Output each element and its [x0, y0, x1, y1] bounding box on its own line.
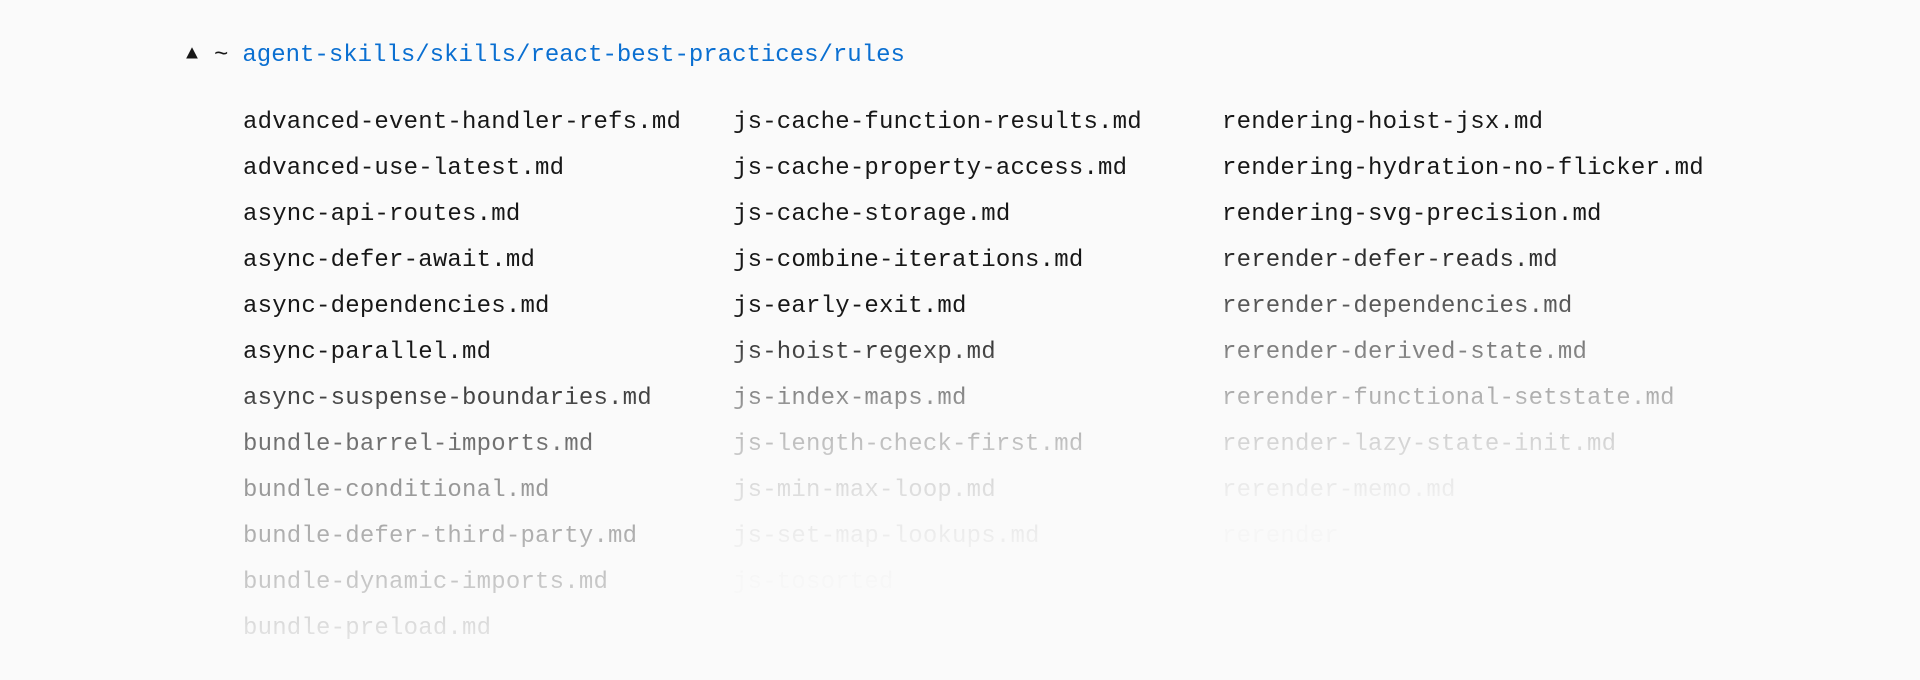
file-entry: rerender-dependencies.md [1222, 293, 1573, 320]
file-entry: js-min-max-loop.md [733, 477, 996, 504]
file-entry: bundle-defer-third-party.md [243, 523, 638, 550]
current-directory-path: agent-skills/skills/react-best-practices… [242, 41, 905, 69]
file-entry: async-parallel.md [243, 339, 492, 366]
file-entry: async-suspense-boundaries.md [243, 385, 652, 412]
file-entry: bundle-conditional.md [243, 477, 550, 504]
file-column-3-list: rendering-hoist-jsx.md rendering-hydratio… [1222, 100, 1704, 560]
file-entry: advanced-use-latest.md [243, 155, 565, 182]
file-column-2-list: js-cache-function-results.md js-cache-pro… [733, 100, 1142, 606]
file-entry: js-cache-property-access.md [733, 155, 1128, 182]
file-column-1: advanced-event-handler-refs.md advanced-u… [243, 100, 681, 652]
file-entry: rerender-defer-reads.md [1222, 247, 1558, 274]
file-entry: js-cache-function-results.md [733, 109, 1142, 136]
file-entry: js-set-map-lookups.md [733, 523, 1040, 550]
file-column-3: rendering-hoist-jsx.md rendering-hydratio… [1222, 100, 1704, 560]
file-entry: js-cache-storage.md [733, 201, 1011, 228]
file-entry: rerender-lazy-state-init.md [1222, 431, 1617, 458]
file-entry: rerender-functional-setstate.md [1222, 385, 1675, 412]
file-entry: js-length-check-first.md [733, 431, 1084, 458]
file-listing: advanced-event-handler-refs.md advanced-u… [243, 100, 1803, 680]
triangle-prompt-icon: ▲ [186, 42, 199, 66]
file-entry: js-index-maps.md [733, 385, 967, 412]
file-entry: js-tosorted [733, 569, 894, 596]
prompt-line: ▲ ~ agent-skills/skills/react-best-pract… [186, 36, 1786, 74]
file-entry: bundle-preload.md [243, 615, 492, 642]
file-entry: js-early-exit.md [733, 293, 967, 320]
file-entry: rerender-memo.md [1222, 477, 1456, 504]
file-entry: async-api-routes.md [243, 201, 521, 228]
file-entry: js-combine-iterations.md [733, 247, 1084, 274]
file-entry: rerender-derived-state.md [1222, 339, 1588, 366]
file-entry: advanced-event-handler-refs.md [243, 109, 682, 136]
file-entry: async-dependencies.md [243, 293, 550, 320]
terminal-window: ▲ ~ agent-skills/skills/react-best-pract… [186, 36, 1786, 643]
file-entry: bundle-barrel-imports.md [243, 431, 594, 458]
file-entry: async-defer-await.md [243, 247, 536, 274]
file-entry: bundle-dynamic-imports.md [243, 569, 609, 596]
file-entry: js-hoist-regexp.md [733, 339, 996, 366]
file-entry: rendering-svg-precision.md [1222, 201, 1602, 228]
file-column-2: js-cache-function-results.md js-cache-pro… [733, 100, 1142, 606]
home-tilde: ~ [214, 41, 229, 69]
file-column-1-list: advanced-event-handler-refs.md advanced-u… [243, 100, 681, 652]
file-entry: rendering-hydration-no-flicker.md [1222, 155, 1704, 182]
file-entry: rerender [1222, 523, 1339, 550]
file-entry: rendering-hoist-jsx.md [1222, 109, 1544, 136]
